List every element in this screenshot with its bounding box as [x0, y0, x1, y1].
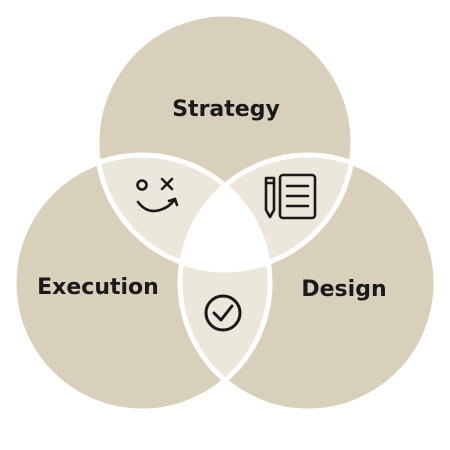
label-strategy: Strategy: [172, 97, 280, 122]
check-circle-icon: [204, 294, 242, 332]
center-overlap: [180, 155, 270, 270]
label-design: Design: [301, 277, 386, 302]
circle-outlines: [11, 11, 439, 414]
tactics-plan-icon: [136, 177, 179, 213]
label-execution: Execution: [37, 275, 159, 300]
document-pencil-icon: [264, 173, 317, 220]
